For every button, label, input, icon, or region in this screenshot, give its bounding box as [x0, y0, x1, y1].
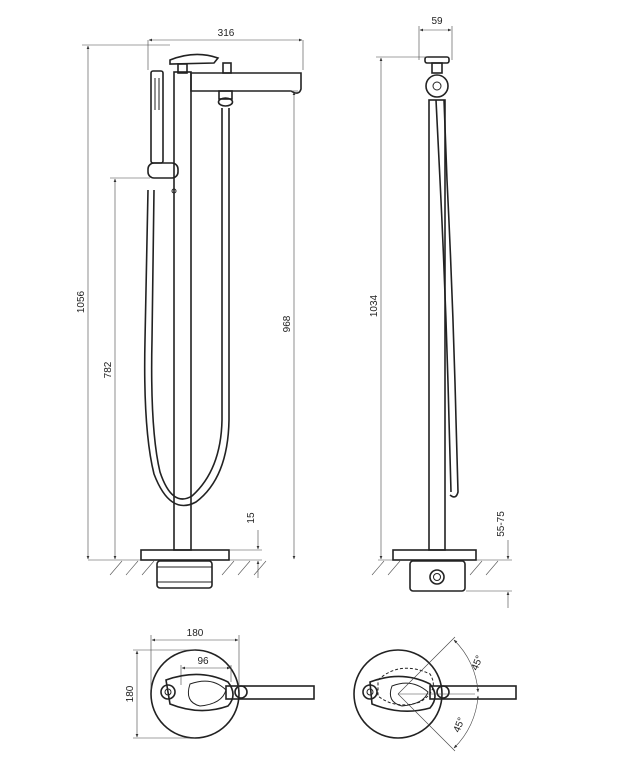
front-column — [173, 71, 192, 551]
front-view: 316 1056 782 968 15 — [76, 28, 304, 589]
front-lever — [169, 53, 220, 65]
top-right-spout — [429, 685, 517, 700]
dim-handle-offset-label: 96 — [197, 656, 209, 667]
top-view-right: 45° 45° — [353, 636, 517, 752]
top-left-lever — [165, 673, 234, 712]
front-hand-shower — [150, 70, 164, 164]
dim-handle-offset: 96 — [180, 656, 232, 685]
dim-base-height: 180 — [125, 649, 195, 739]
top-right-lever — [369, 675, 436, 712]
dim-holder-height: 782 — [103, 177, 150, 560]
dim-base-height-label: 180 — [125, 685, 136, 702]
top-view-left: 180 96 180 — [125, 628, 315, 739]
front-floor-box — [156, 560, 213, 589]
side-view: 59 1034 55-75 — [369, 16, 512, 608]
front-shower-holder — [147, 162, 179, 179]
side-floor-box — [409, 560, 466, 592]
dim-base-diameter-label: 180 — [187, 628, 204, 639]
angle-marks: 45° 45° — [397, 636, 486, 752]
dim-spout-height: 968 — [282, 90, 298, 560]
front-spout — [190, 72, 302, 94]
side-knob — [425, 74, 449, 98]
dim-base-thickness: 15 — [230, 512, 262, 578]
side-base-plate — [392, 549, 477, 561]
front-hose — [150, 108, 223, 500]
side-hose — [435, 99, 452, 493]
dim-base-diameter: 180 — [150, 628, 240, 690]
dim-floor-depth: 55-75 — [466, 511, 512, 608]
angle-upper-label: 45° — [470, 654, 486, 672]
front-base-plate — [140, 549, 230, 561]
front-diverter — [222, 62, 232, 74]
dim-total-height: 1056 — [76, 44, 170, 560]
top-left-spout — [225, 685, 315, 700]
angle-lower-label: 45° — [452, 716, 468, 734]
dim-total-height-label: 1056 — [76, 290, 87, 313]
dim-side-height: 1034 — [369, 56, 428, 560]
dim-base-thickness-label: 15 — [246, 512, 257, 524]
dim-holder-height-label: 782 — [103, 361, 114, 378]
dim-side-width-label: 59 — [431, 16, 443, 27]
side-column — [428, 99, 446, 551]
dim-side-width: 59 — [418, 16, 453, 60]
dim-side-height-label: 1034 — [369, 294, 380, 317]
dim-front-width-label: 316 — [218, 28, 235, 39]
dim-spout-height-label: 968 — [282, 315, 293, 332]
side-connection — [429, 569, 445, 585]
dim-floor-depth-label: 55-75 — [496, 511, 507, 537]
